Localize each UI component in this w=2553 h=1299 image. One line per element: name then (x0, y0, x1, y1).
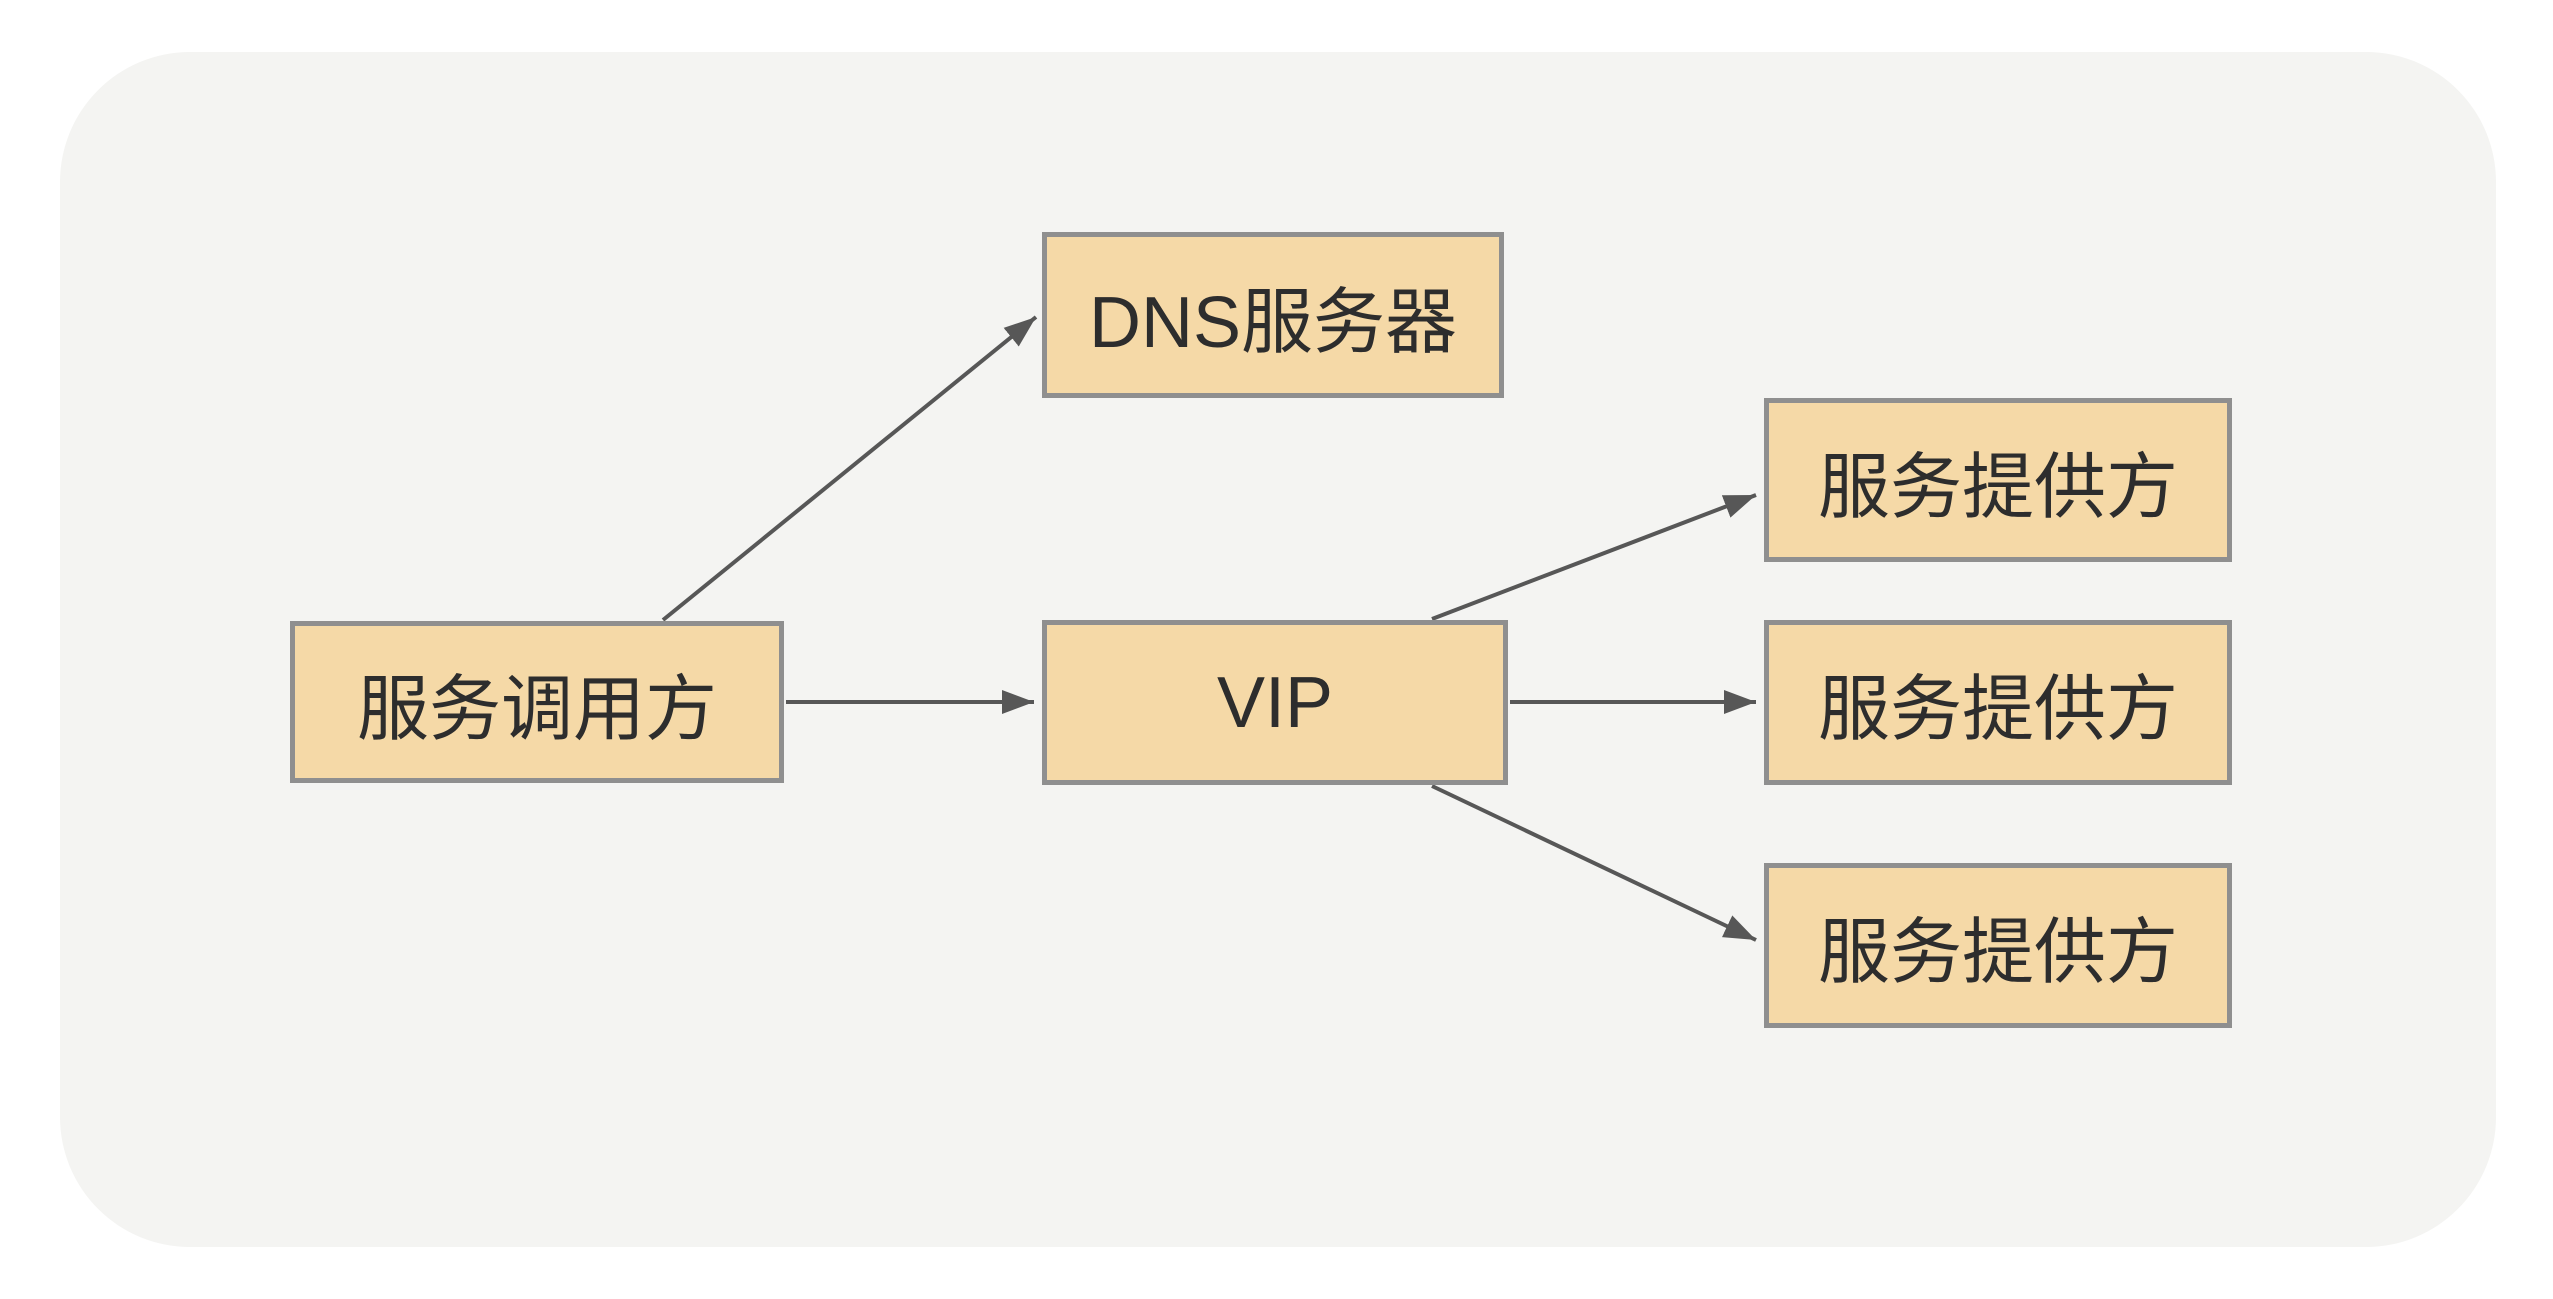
node-service-provider-3: 服务提供方 (1764, 863, 2232, 1028)
node-service-provider-3-label: 服务提供方 (1817, 913, 2178, 993)
node-service-caller-label: 服务调用方 (356, 669, 717, 750)
node-service-caller: 服务调用方 (290, 621, 784, 783)
node-dns-server-label: DNS服务器 (1088, 282, 1458, 363)
node-service-provider-2-label: 服务提供方 (1817, 670, 2178, 750)
node-vip: VIP (1042, 620, 1508, 785)
node-vip-label: VIP (1216, 662, 1334, 743)
node-service-provider-1-label: 服务提供方 (1817, 447, 2178, 528)
node-service-provider-2: 服务提供方 (1764, 620, 2232, 785)
node-dns-server: DNS服务器 (1042, 232, 1504, 398)
node-service-provider-1: 服务提供方 (1764, 398, 2232, 562)
